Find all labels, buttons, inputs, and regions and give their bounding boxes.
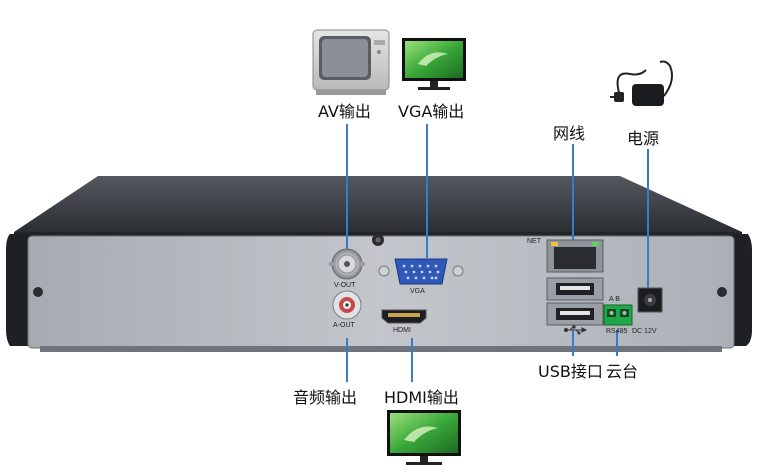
ab-silk: A B (609, 296, 620, 303)
hdmi-monitor-icon (387, 410, 461, 465)
rs485-terminal (603, 304, 633, 326)
vga-port (378, 258, 464, 285)
rca-audio-out-port (332, 290, 362, 320)
vga-output-label: VGA输出 (398, 102, 465, 121)
crt-tv-icon (312, 29, 390, 95)
usb-label: USB接口 (538, 362, 603, 381)
rear-panel (28, 236, 734, 348)
bnc-video-out-port (329, 248, 365, 280)
dc-power-jack (637, 287, 663, 313)
hdmi-silk: HDMI (393, 327, 411, 334)
power-label: 电源 (627, 129, 660, 148)
lcd-monitor-icon (402, 38, 466, 90)
net-silk: NET (527, 238, 541, 245)
hdmi-port (381, 309, 427, 324)
audio-output-label: 音频输出 (293, 388, 358, 407)
hdmi-output-label: HDMI输出 (384, 388, 459, 407)
ptz-label: 云台 (606, 362, 639, 381)
chassis-top (14, 176, 742, 232)
network-label: 网线 (553, 124, 586, 143)
usb-symbol-icon (564, 325, 588, 335)
v-out-silk: V-OUT (334, 282, 356, 289)
dc-silk: DC 12V (632, 328, 657, 335)
power-adapter-icon (610, 60, 673, 106)
screw-right (717, 287, 727, 297)
usb-ports (546, 277, 604, 326)
rs485-silk: RS485 (606, 328, 628, 335)
rj45-network-port (546, 239, 604, 273)
connector-lines (346, 124, 649, 382)
vga-silk: VGA (410, 288, 425, 295)
left-bracket (6, 234, 32, 346)
a-out-silk: A-OUT (333, 322, 355, 329)
screw-left (33, 287, 43, 297)
nvr-chassis (6, 176, 752, 352)
av-output-label: AV输出 (318, 102, 371, 121)
panel-bottom-lip (40, 346, 722, 352)
